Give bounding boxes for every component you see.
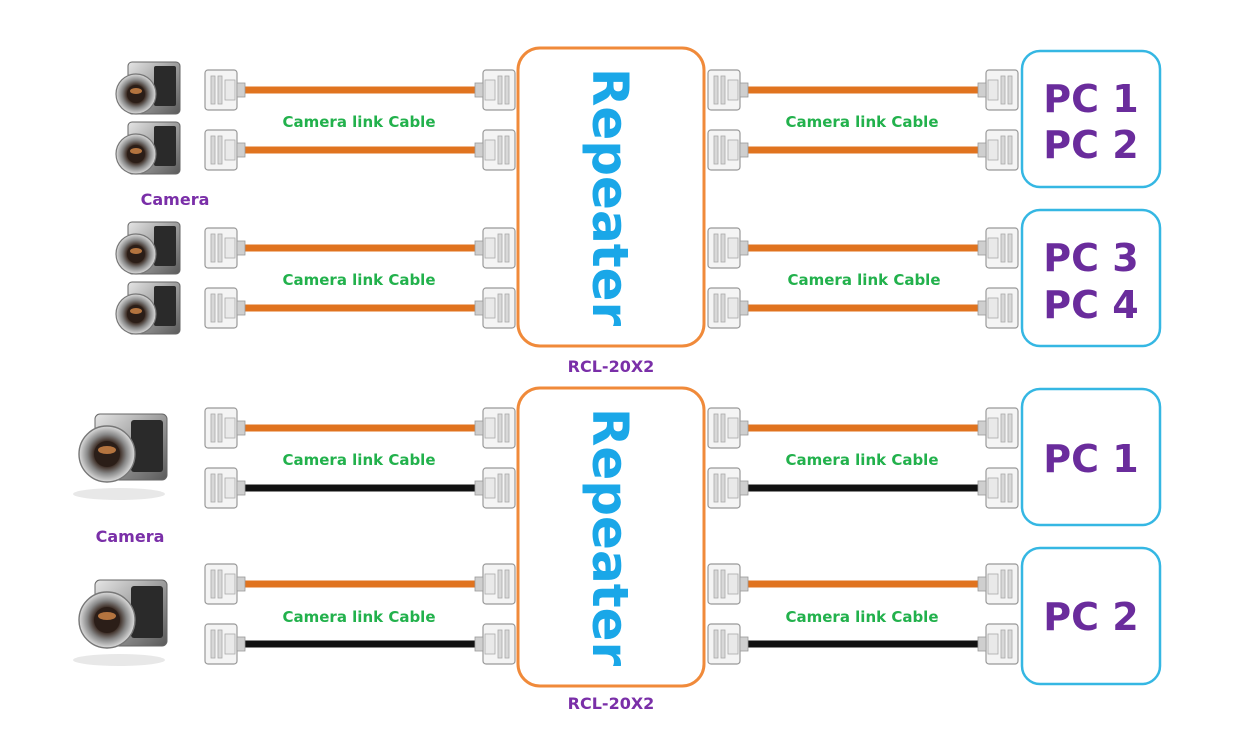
camera-link-connector-icon bbox=[204, 129, 246, 171]
camera-icon bbox=[115, 61, 181, 115]
camera-link-connector-icon bbox=[707, 129, 749, 171]
cable-label: Camera link Cable bbox=[785, 451, 938, 469]
camera-link-connector-icon bbox=[977, 407, 1019, 449]
camera-icon bbox=[115, 121, 181, 175]
camera-label: Camera bbox=[96, 527, 165, 546]
camera-link-connector-icon bbox=[977, 129, 1019, 171]
camera-link-connector-icon bbox=[204, 623, 246, 665]
camera-icon bbox=[72, 579, 168, 667]
pc-box bbox=[1020, 387, 1162, 527]
camera-link-connector-icon bbox=[474, 287, 516, 329]
cable-label: Camera link Cable bbox=[785, 113, 938, 131]
pc-label: PC 2 bbox=[1043, 595, 1138, 639]
camera-icon bbox=[115, 281, 181, 335]
cable-label: Camera link Cable bbox=[282, 271, 435, 289]
camera-label: Camera bbox=[141, 190, 210, 209]
camera-link-connector-icon bbox=[707, 287, 749, 329]
camera-link-connector-icon bbox=[977, 69, 1019, 111]
pc-label: PC 4 bbox=[1043, 283, 1138, 327]
camera-link-connector-icon bbox=[707, 467, 749, 509]
repeater-box bbox=[516, 386, 706, 688]
camera-link-connector-icon bbox=[707, 623, 749, 665]
camera-link-connector-icon bbox=[707, 69, 749, 111]
camera-link-connector-icon bbox=[204, 467, 246, 509]
repeater-model-label: RCL-20X2 bbox=[568, 694, 655, 713]
pc-box bbox=[1020, 546, 1162, 686]
pc-label: PC 1 bbox=[1043, 437, 1138, 481]
repeater-box bbox=[516, 46, 706, 348]
repeater-label: Repeater bbox=[581, 68, 639, 327]
camera-link-connector-icon bbox=[474, 69, 516, 111]
camera-link-connector-icon bbox=[204, 407, 246, 449]
pc-label: PC 2 bbox=[1043, 123, 1138, 167]
camera-link-connector-icon bbox=[474, 227, 516, 269]
pc-label: PC 3 bbox=[1043, 236, 1138, 280]
repeater-label: Repeater bbox=[581, 408, 639, 667]
camera-icon bbox=[115, 221, 181, 275]
pc-box bbox=[1020, 208, 1162, 348]
camera-link-connector-icon bbox=[977, 227, 1019, 269]
camera-icon bbox=[72, 413, 168, 501]
camera-link-connector-icon bbox=[707, 407, 749, 449]
cable-label: Camera link Cable bbox=[282, 451, 435, 469]
camera-link-connector-icon bbox=[474, 407, 516, 449]
cable-label: Camera link Cable bbox=[282, 113, 435, 131]
camera-link-connector-icon bbox=[204, 563, 246, 605]
camera-link-connector-icon bbox=[204, 287, 246, 329]
camera-link-connector-icon bbox=[474, 623, 516, 665]
pc-box bbox=[1020, 49, 1162, 189]
camera-link-connector-icon bbox=[977, 467, 1019, 509]
camera-link-connector-icon bbox=[204, 69, 246, 111]
cable-label: Camera link Cable bbox=[785, 608, 938, 626]
camera-link-connector-icon bbox=[977, 287, 1019, 329]
camera-link-connector-icon bbox=[474, 467, 516, 509]
camera-link-connector-icon bbox=[707, 563, 749, 605]
repeater-model-label: RCL-20X2 bbox=[568, 357, 655, 376]
camera-link-connector-icon bbox=[204, 227, 246, 269]
camera-link-connector-icon bbox=[977, 623, 1019, 665]
camera-link-connector-icon bbox=[707, 227, 749, 269]
bottom-group: Camera Camera link Cable Camera link Cab… bbox=[72, 386, 1162, 713]
camera-link-connector-icon bbox=[474, 129, 516, 171]
camera-link-connector-icon bbox=[474, 563, 516, 605]
cable-label: Camera link Cable bbox=[787, 271, 940, 289]
top-group: Camera Camera link Cable Camera link Cab… bbox=[115, 46, 1162, 376]
cable-label: Camera link Cable bbox=[282, 608, 435, 626]
pc-label: PC 1 bbox=[1043, 77, 1138, 121]
camera-link-connector-icon bbox=[977, 563, 1019, 605]
